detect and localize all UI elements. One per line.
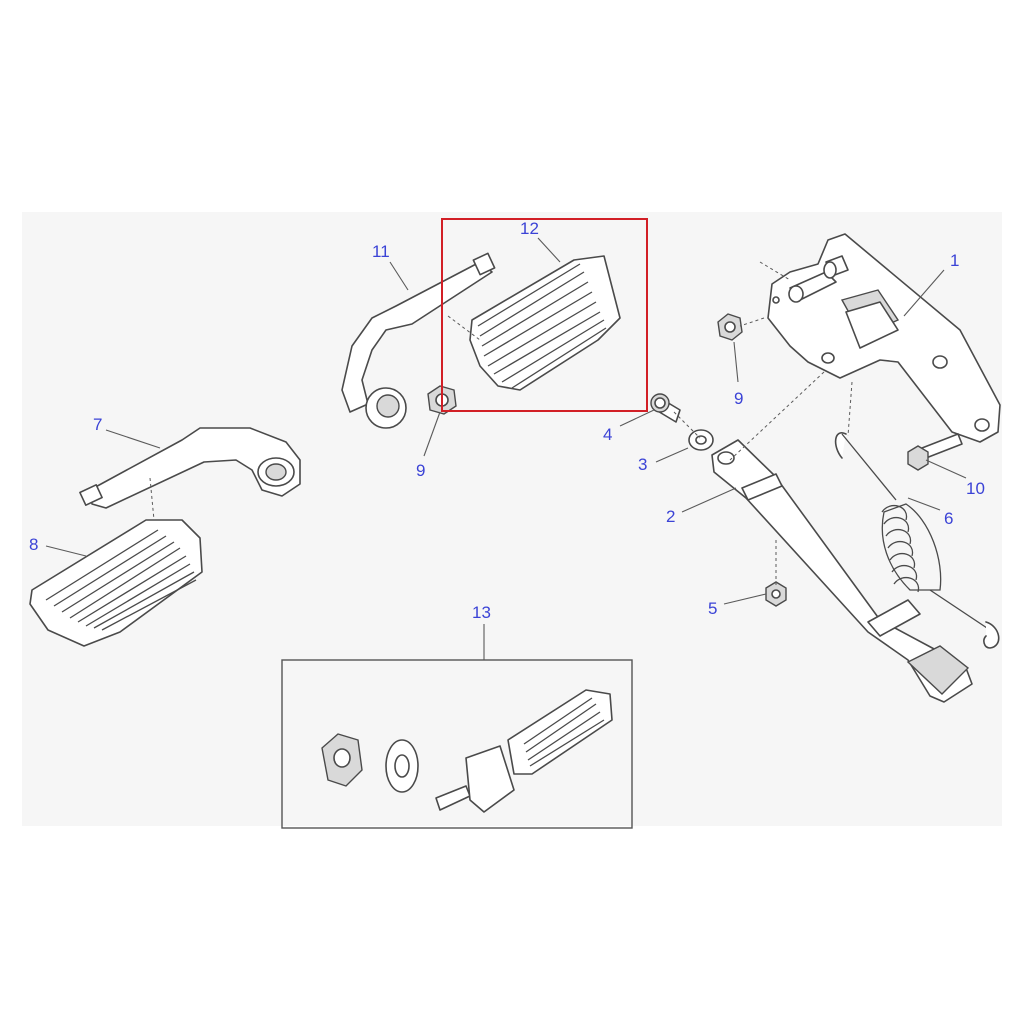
callout-labels: 1 2 3 4 5 6 7 8 9 9 10 11 12 13 — [29, 219, 985, 622]
callout-1[interactable]: 1 — [950, 251, 959, 270]
callout-12[interactable]: 12 — [520, 219, 539, 238]
assembly-lines — [149, 261, 853, 588]
part-7-left-bracket[interactable] — [79, 427, 301, 509]
part-8-left-rubber[interactable] — [29, 519, 203, 647]
callout-5[interactable]: 5 — [708, 599, 717, 618]
leader-lines — [45, 237, 967, 660]
callout-3[interactable]: 3 — [638, 455, 647, 474]
part-12-right-rubber[interactable] — [469, 255, 621, 391]
kit-13-frame — [281, 659, 633, 829]
part-2-side-stand[interactable] — [711, 439, 973, 703]
part-4-pivot-bolt[interactable] — [650, 393, 681, 423]
callout-6[interactable]: 6 — [944, 509, 953, 528]
callout-2[interactable]: 2 — [666, 507, 675, 526]
highlight-box-part-12 — [441, 218, 648, 412]
callout-7[interactable]: 7 — [93, 415, 102, 434]
part-13-footrest-kit[interactable] — [321, 689, 613, 813]
callout-10[interactable]: 10 — [966, 479, 985, 498]
callout-9-right[interactable]: 9 — [734, 389, 743, 408]
part-9-nut-right[interactable] — [717, 313, 743, 341]
callout-9-left[interactable]: 9 — [416, 461, 425, 480]
part-11-right-bracket[interactable] — [341, 252, 496, 429]
callout-11[interactable]: 11 — [372, 242, 390, 261]
callout-13[interactable]: 13 — [472, 603, 491, 622]
part-5-nut[interactable] — [765, 581, 787, 607]
part-6-spring[interactable] — [834, 432, 1000, 649]
part-3-washer[interactable] — [688, 429, 714, 451]
callout-8[interactable]: 8 — [29, 535, 38, 554]
callout-4[interactable]: 4 — [603, 425, 612, 444]
part-10-bolt[interactable] — [907, 433, 963, 471]
part-1-bracket[interactable] — [767, 233, 1001, 443]
